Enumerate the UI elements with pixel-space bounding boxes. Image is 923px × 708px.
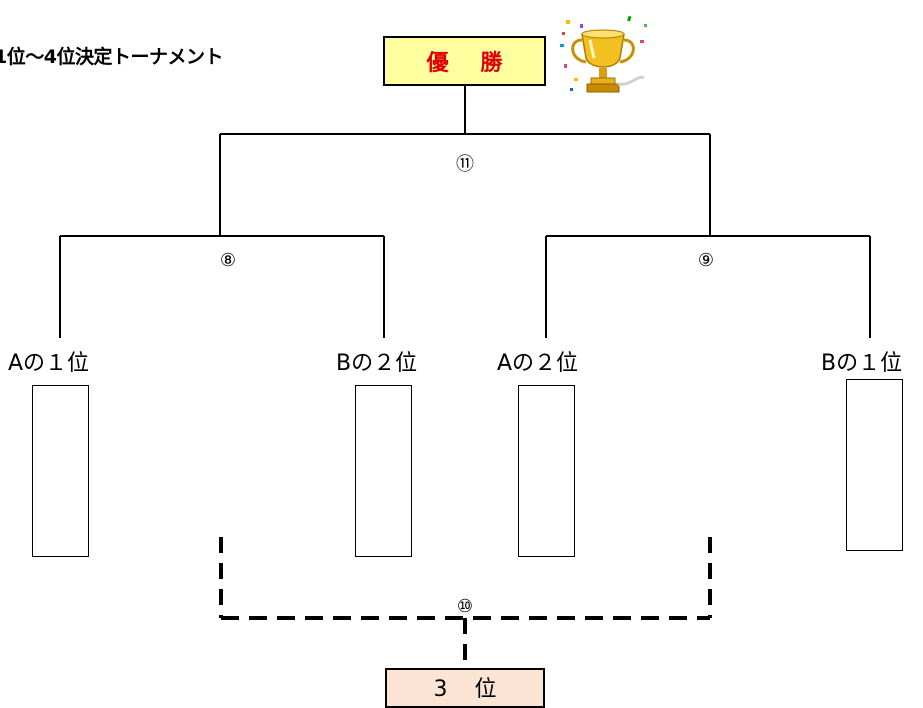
third-place-label: 3 位 bbox=[433, 677, 507, 702]
third-place-box: 3 位 bbox=[385, 668, 545, 708]
trophy-icon bbox=[560, 15, 647, 93]
match-number-final: ⑪ bbox=[456, 154, 474, 175]
match-number-semi-right: ⑨ bbox=[697, 250, 715, 271]
page-title: 1位～4位決定トーナメント bbox=[0, 46, 223, 68]
match-number-third-place: ⑩ bbox=[456, 596, 474, 617]
entry-label-a1: Aの１位 bbox=[8, 351, 90, 376]
entry-box-a2 bbox=[518, 385, 575, 557]
entry-box-a1 bbox=[32, 385, 89, 557]
champion-label: 優 勝 bbox=[426, 51, 515, 76]
entry-label-b2: Bの２位 bbox=[336, 351, 418, 376]
match-number-semi-left: ⑧ bbox=[219, 250, 237, 271]
entry-box-b2 bbox=[355, 385, 412, 557]
entry-box-b1 bbox=[846, 379, 903, 551]
entry-label-a2: Aの２位 bbox=[497, 351, 579, 376]
entry-label-b1: Bの１位 bbox=[821, 351, 903, 376]
champion-box: 優 勝 bbox=[383, 36, 546, 86]
